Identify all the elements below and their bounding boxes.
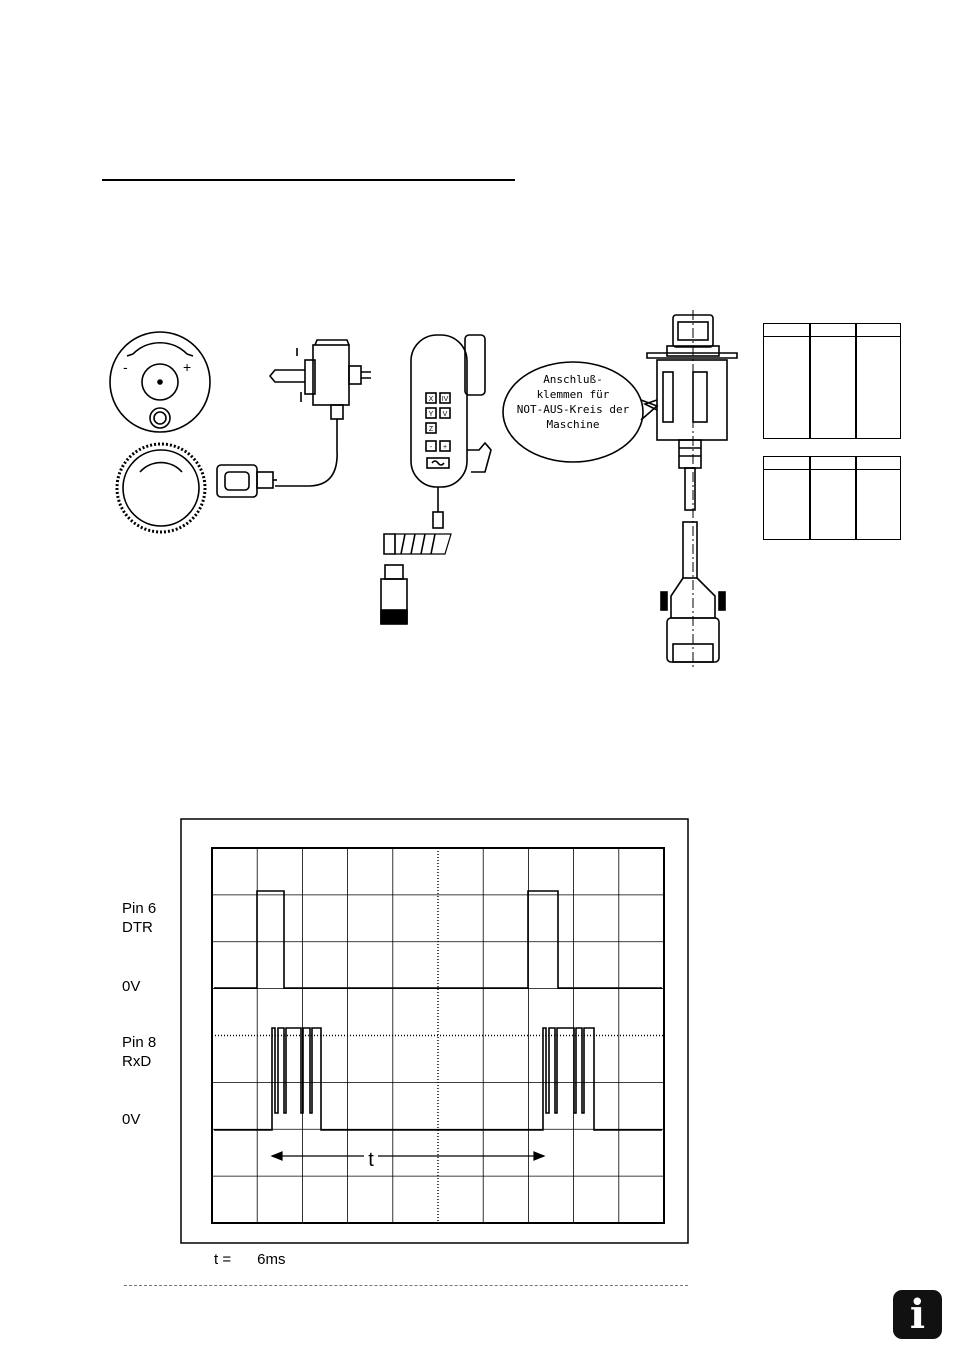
trace-label-line: Pin 8	[122, 1034, 157, 1051]
dtr-trace	[214, 890, 662, 989]
callout-line: Maschine	[546, 418, 600, 431]
handwheel-components-illustration: - + X IV Y V Z - +	[109, 310, 738, 670]
key-v-label: V	[443, 411, 448, 418]
trace-label-line: DTR	[122, 919, 153, 936]
rxd-zero-label: 0V	[122, 1111, 141, 1128]
caption-label: t =	[214, 1251, 232, 1268]
pin-table-lower	[763, 456, 901, 540]
dtr-zero-label: 0V	[122, 978, 141, 995]
oscilloscope-screen: t	[180, 818, 689, 1244]
trace-label-line: Pin 6	[122, 900, 157, 917]
interval-caption: t = 6ms	[214, 1251, 285, 1268]
dtr-trace-label: Pin 6 DTR	[122, 899, 156, 937]
key-plus-label: +	[443, 444, 447, 451]
pin-table-upper	[763, 323, 901, 439]
callout-line: klemmen für	[536, 388, 610, 401]
interval-symbol: t	[368, 1149, 374, 1171]
caption-value: 6ms	[257, 1251, 286, 1268]
knob-minus-label: -	[123, 359, 128, 375]
key-x-label: X	[429, 396, 434, 403]
rxd-trace	[214, 1027, 662, 1131]
key-iv-label: IV	[442, 396, 449, 403]
callout-line: Anschluß-	[543, 373, 603, 386]
knob-disc	[109, 331, 211, 433]
key-y-label: Y	[429, 411, 434, 418]
knob-plus-label: +	[183, 359, 191, 375]
rxd-trace-label: Pin 8 RxD	[122, 1033, 156, 1071]
key-minus-label: -	[430, 444, 433, 451]
footer-divider	[124, 1285, 688, 1286]
emergency-stop-callout: Anschluß- klemmen für NOT-AUS-Kreis der …	[500, 372, 646, 432]
key-z-label: Z	[429, 426, 434, 433]
trace-label-line: RxD	[122, 1053, 152, 1070]
section-heading-rule	[102, 179, 515, 181]
info-icon[interactable]: i	[893, 1290, 942, 1339]
callout-line: NOT-AUS-Kreis der	[516, 403, 630, 416]
